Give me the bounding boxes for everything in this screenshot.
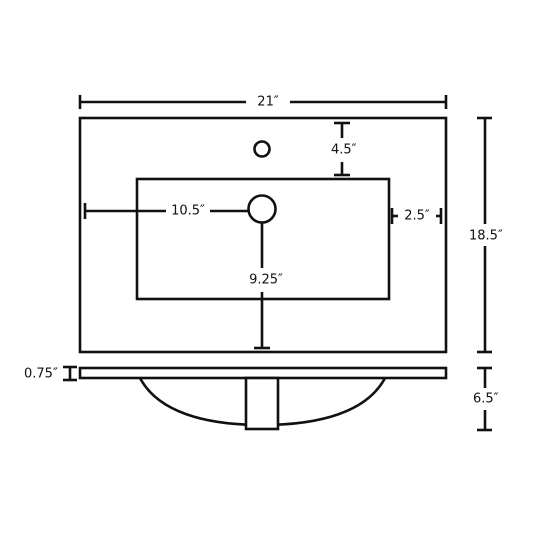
drain-from-front-dimension: 9.25″ [249, 222, 283, 350]
basin-depth-label: 6.5″ [473, 392, 499, 407]
countertop-outline [78, 116, 448, 354]
width-dimension: 21″ [78, 95, 448, 110]
width-label: 21″ [257, 95, 279, 110]
countertop-slab [78, 366, 448, 380]
depth-dimension: 18.5″ [469, 116, 503, 354]
drain-from-front-label: 9.25″ [249, 273, 283, 288]
basin-right-margin-dimension: 2.5″ [390, 208, 443, 224]
side-view [78, 366, 448, 431]
faucet-to-basin-dimension: 4.5″ [331, 121, 357, 177]
depth-label: 18.5″ [469, 229, 503, 244]
basin-depth-dimension: 6.5″ [473, 366, 499, 432]
basin-right-margin-label: 2.5″ [404, 209, 430, 224]
faucet-hole [253, 140, 271, 158]
drain-from-left-dimension: 10.5″ [83, 203, 250, 219]
faucet-to-basin-label: 4.5″ [331, 143, 357, 158]
drain-hole [247, 194, 277, 224]
drain-from-left-label: 10.5″ [171, 204, 205, 219]
top-thickness-label: 0.75″ [24, 367, 58, 382]
top-thickness-dimension: 0.75″ [24, 365, 77, 382]
overflow-block [244, 376, 280, 431]
